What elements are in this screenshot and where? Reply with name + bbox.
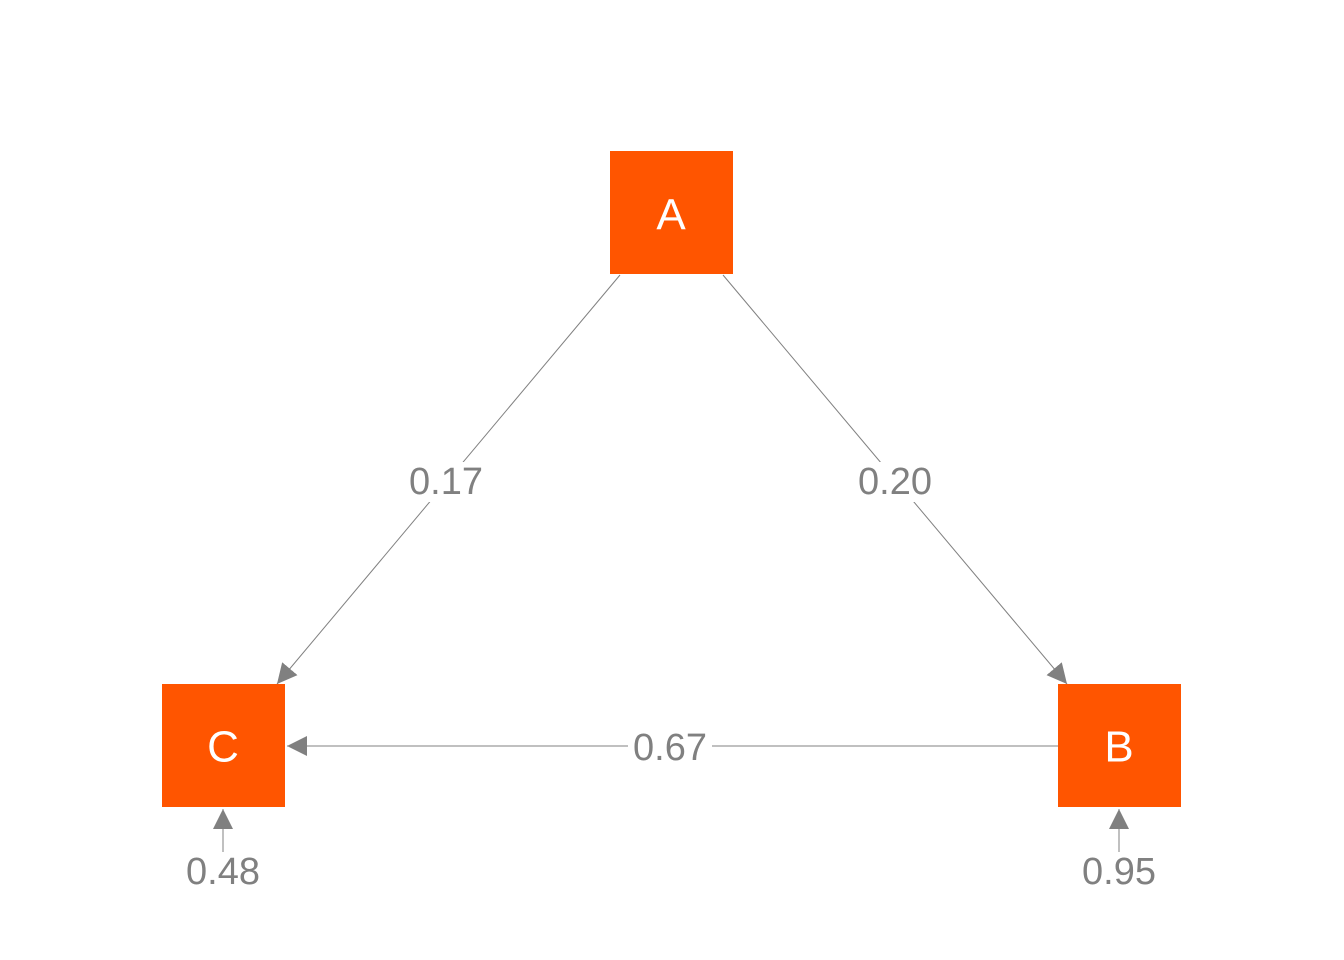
node-c-box (162, 684, 285, 807)
residual-b: 0.95 (1082, 809, 1156, 893)
node-a-box (610, 151, 733, 274)
edge-a-to-b-label-bg (853, 462, 937, 502)
node-b-box (1058, 684, 1181, 807)
residual-b-label: 0.95 (1082, 851, 1156, 893)
edge-a-to-b: 0.20 (722, 274, 1068, 685)
node-a-label: A (656, 191, 686, 240)
node-b: B (1058, 684, 1181, 807)
node-c-label: C (207, 723, 239, 772)
residual-c-label: 0.48 (186, 851, 260, 893)
edge-b-to-c: 0.67 (287, 727, 1058, 769)
edge-a-to-c-label-bg (405, 462, 487, 502)
node-c: C (162, 684, 285, 807)
residual-c: 0.48 (186, 809, 260, 893)
node-b-label: B (1104, 723, 1133, 772)
edge-a-to-b-label: 0.20 (858, 461, 932, 503)
node-a: A (610, 151, 733, 274)
edge-b-to-c-label: 0.67 (633, 727, 707, 769)
edge-a-to-c: 0.17 (276, 274, 621, 685)
edge-b-to-c-label-bg (628, 727, 712, 767)
edge-a-to-c-label: 0.17 (409, 461, 483, 503)
